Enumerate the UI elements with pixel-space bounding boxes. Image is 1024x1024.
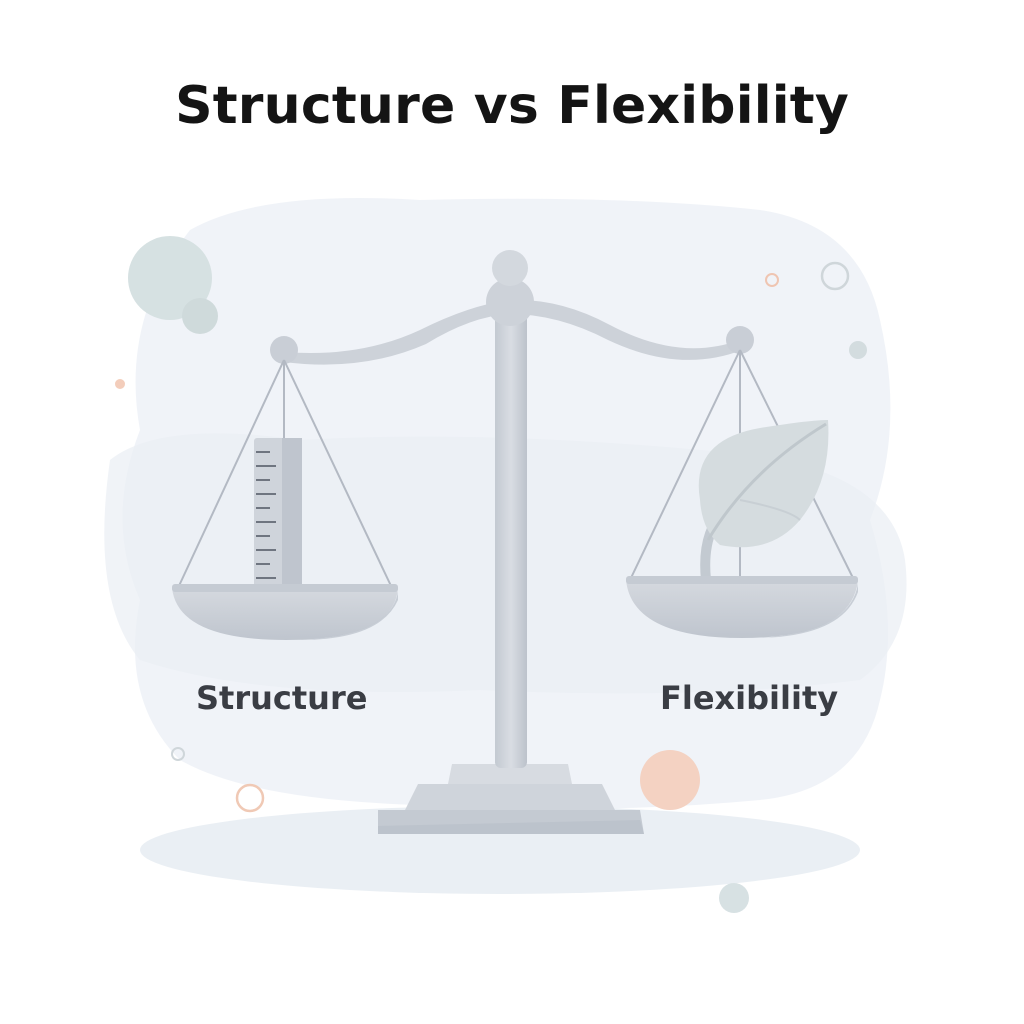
scale-base xyxy=(378,764,644,834)
top-finial xyxy=(492,250,528,286)
balance-scale xyxy=(172,250,858,834)
page-title: Structure vs Flexibility xyxy=(175,76,849,136)
leaf-icon xyxy=(698,420,829,585)
ruler-icon xyxy=(254,438,302,588)
scale-beam xyxy=(284,299,742,365)
scale-post xyxy=(495,306,527,768)
right-beam-end xyxy=(726,326,754,354)
decorative-dots xyxy=(115,236,867,913)
pivot-knob xyxy=(486,278,534,326)
right-pan xyxy=(626,576,858,638)
left-beam-end xyxy=(270,336,298,364)
left-pan xyxy=(172,584,398,640)
structure-label: Structure xyxy=(196,679,368,717)
flexibility-label: Flexibility xyxy=(660,679,839,717)
